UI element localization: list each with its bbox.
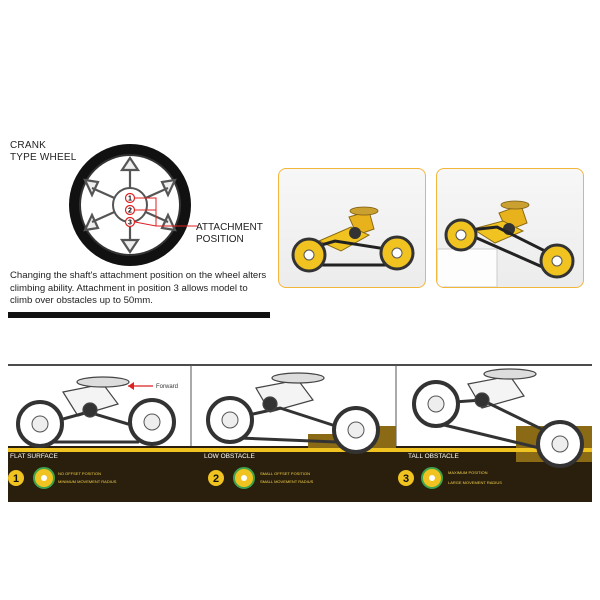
wheel-rim-edge xyxy=(79,154,181,256)
climbing-stages-diagram: Forward FLAT SURFACE LOW OBSTACLE TALL O… xyxy=(8,364,592,502)
robot-tall-front-wheel xyxy=(412,380,460,428)
robot-wheel-rear xyxy=(379,235,415,271)
position-1-marker xyxy=(124,192,136,204)
panel-3-number-badge xyxy=(398,470,414,486)
attachment-position-label: ATTACHMENT POSITION xyxy=(196,222,263,246)
ground-stripe-yellow xyxy=(8,448,592,452)
robot-wheel-front xyxy=(444,218,478,252)
robot-flat-front-wheel xyxy=(16,400,64,448)
forward-label: Forward xyxy=(156,384,178,390)
attachment-callout-lines xyxy=(134,197,198,227)
panel-1-number-badge xyxy=(8,470,24,486)
position-1-number: 1 xyxy=(128,196,132,203)
crank-description: Changing the shaft's attachment position… xyxy=(10,270,267,306)
panel-2-number: 2 xyxy=(213,473,219,485)
panel-1-legend-line2: MINIMUM MOVEMENT RADIUS xyxy=(58,479,117,484)
photo-obstacle xyxy=(436,168,584,288)
panel-2-label: LOW OBSTACLE xyxy=(204,453,255,460)
section-divider-bar xyxy=(8,312,270,318)
robot-low-front-wheel xyxy=(206,396,254,444)
panel-2-legend-line1: SMALL OFFSET POSITION xyxy=(260,471,310,476)
attachment-position-markers: 1 2 3 xyxy=(124,192,136,228)
robot-wheel-rear xyxy=(539,243,575,279)
position-2-marker xyxy=(124,204,136,216)
robot-body xyxy=(455,200,564,271)
crank-wheel-diagram: 1 2 3 xyxy=(69,144,198,266)
panel-2-legend-line2: SMALL MOVEMENT RADIUS xyxy=(260,479,314,484)
robot-photo-flat xyxy=(291,206,415,273)
panel-3-label: TALL OBSTACLE xyxy=(408,453,459,460)
wheel-spokes xyxy=(83,156,177,254)
panel-1-legend-line1: NO OFFSET POSITION xyxy=(58,471,101,476)
panel-3-legend-line1: MAXIMUM POSITION xyxy=(448,470,488,475)
attachment-label-line2: POSITION xyxy=(196,234,244,245)
robot-flat-rear-wheel xyxy=(128,398,176,446)
panel-1-number: 1 xyxy=(13,473,19,485)
obstacle-block xyxy=(437,248,498,287)
legend-band xyxy=(8,462,592,502)
crank-title-line1: CRANK xyxy=(10,140,47,151)
position-2-number: 2 xyxy=(128,208,132,215)
legend-panel-3: 3 MAXIMUM POSITION LARGE MOVEMENT RADIUS xyxy=(398,467,502,489)
panel-1-label: FLAT SURFACE xyxy=(10,453,58,460)
position-3-number: 3 xyxy=(128,220,132,227)
legend-panel-1: 1 NO OFFSET POSITION MINIMUM MOVEMENT RA… xyxy=(8,467,117,489)
crank-title-line2: TYPE WHEEL xyxy=(10,152,77,163)
robot-wheel-front xyxy=(291,237,327,273)
robot-low-rear-wheel xyxy=(332,406,380,454)
robot-tall-rear-wheel xyxy=(536,420,584,468)
panel-3-legend-line2: LARGE MOVEMENT RADIUS xyxy=(448,480,502,485)
legend-panel-2: 2 SMALL OFFSET POSITION SMALL MOVEMENT R… xyxy=(208,467,314,489)
panel-2-number-badge xyxy=(208,470,224,486)
panel-3-number: 3 xyxy=(403,473,409,485)
attachment-label-line1: ATTACHMENT xyxy=(196,222,263,233)
crank-wheel-title: CRANK TYPE WHEEL xyxy=(10,140,76,164)
photo-flat-surface xyxy=(278,168,426,288)
robot-photo-obstacle xyxy=(437,200,575,287)
position-3-marker xyxy=(124,216,136,228)
forward-arrow-icon xyxy=(128,382,134,390)
